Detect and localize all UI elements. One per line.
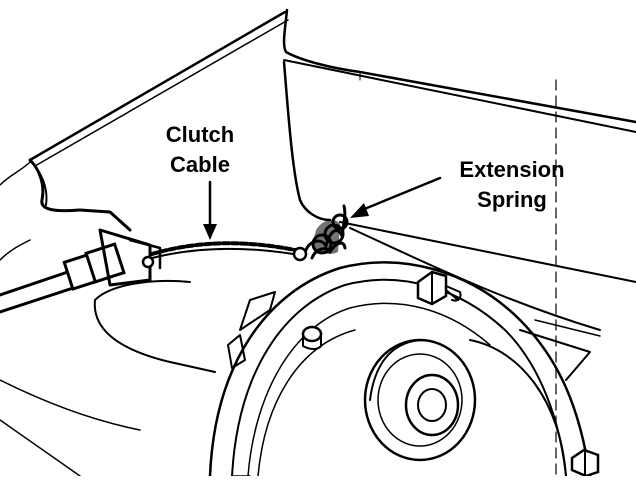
callout-clutch-cable-arrowhead [203,224,217,240]
bolt-top [416,270,462,306]
callout-extension-spring-arrowhead [350,203,369,218]
callout-clutch-cable-line2: Cable [170,152,230,177]
pin-left [301,325,323,350]
callout-extension-spring-line2: Spring [477,187,547,212]
callout-extension-spring-line1: Extension [459,157,564,182]
bolt-bottom-right [570,448,600,478]
callout-clutch-cable: Clutch Cable [166,122,234,240]
cable-housing [0,228,162,314]
shaft-tube [0,279,216,477]
extension-spring [304,204,349,260]
callout-extension-spring: Extension Spring [350,157,565,218]
hub [363,338,567,477]
callout-extension-spring-leader [360,176,442,212]
right-bracket [519,319,601,381]
pulley [208,261,592,478]
clutch-cable [150,241,308,262]
callout-clutch-cable-line1: Clutch [166,122,234,147]
left-body-panel [0,10,289,261]
